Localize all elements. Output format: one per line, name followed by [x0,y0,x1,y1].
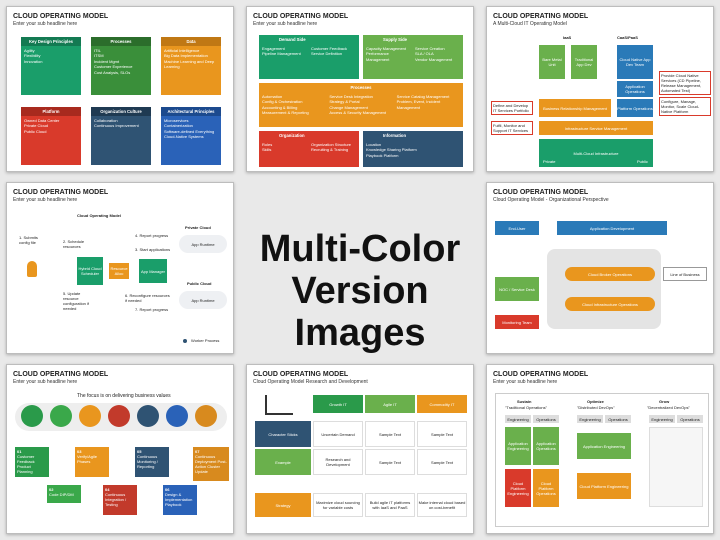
slide-title: CLOUD OPERATING MODEL [253,13,349,20]
circle-1 [21,405,43,427]
slide-subtitle: Enter your sub headline here [13,197,78,203]
slide-title: CLOUD OPERATING MODEL [493,189,589,196]
slide-1[interactable]: CLOUD OPERATING MODEL Enter your sub hea… [6,6,234,172]
slide-title: CLOUD OPERATING MODEL [13,13,109,20]
slide-subtitle: Enter your sub headline here [13,379,78,385]
legend-dot [183,339,187,343]
slide-title: CLOUD OPERATING MODEL [253,371,349,378]
slide-6[interactable]: CLOUD OPERATING MODEL Enter your sub hea… [6,364,234,534]
circle-3 [79,405,101,427]
slide-subtitle: Cloud Operating Model Research and Devel… [253,379,368,385]
center-title: Multi-Color Version Images [259,228,461,354]
slide-title: CLOUD OPERATING MODEL [13,371,109,378]
circle-5 [137,405,159,427]
slide-subtitle: Cloud Operating Model - Organizational P… [493,197,609,203]
chart-icon [265,395,293,415]
slide-3[interactable]: CLOUD OPERATING MODEL A Multi-Cloud IT O… [486,6,714,172]
slide-4[interactable]: CLOUD OPERATING MODEL Enter your sub hea… [6,182,234,354]
circle-2 [50,405,72,427]
slide-title: CLOUD OPERATING MODEL [493,371,589,378]
slide-subtitle: A Multi-Cloud IT Operating Model [493,21,567,27]
circle-6 [166,405,188,427]
slide-title: CLOUD OPERATING MODEL [493,13,589,20]
slide-2[interactable]: CLOUD OPERATING MODEL Enter your sub hea… [246,6,474,172]
slide-subtitle: Enter your sub headline here [253,21,318,27]
slide-subtitle: Enter your sub headline here [13,21,78,27]
circle-7 [195,405,217,427]
circle-4 [108,405,130,427]
slide-title: CLOUD OPERATING MODEL [13,189,109,196]
slide-subtitle: Enter your sub headline here [493,379,558,385]
user-icon [27,261,37,277]
slide-7[interactable]: CLOUD OPERATING MODEL Cloud Operating Mo… [246,364,474,534]
slide-5[interactable]: CLOUD OPERATING MODEL Cloud Operating Mo… [486,182,714,354]
slide-8[interactable]: CLOUD OPERATING MODEL Enter your sub hea… [486,364,714,534]
